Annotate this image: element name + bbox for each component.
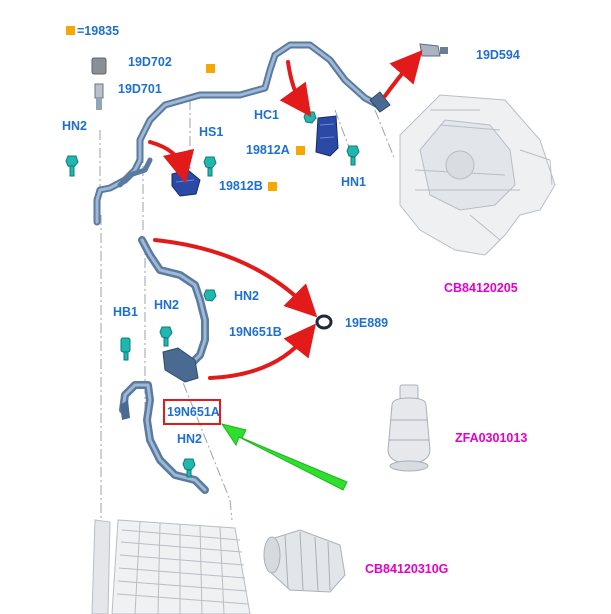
legend-text: =19835 <box>77 24 120 38</box>
label-19n651b: 19N651B <box>229 325 282 339</box>
pressure-switch-19d702 <box>91 57 107 110</box>
seal-19e889 <box>315 314 333 330</box>
red-arrows <box>148 49 423 380</box>
fitting-19d594 <box>419 43 448 57</box>
label-19d701: 19D701 <box>118 82 162 96</box>
label-19e889: 19E889 <box>345 316 389 330</box>
label-19d594: 19D594 <box>476 48 520 62</box>
label-19n651a: 19N651A <box>167 405 220 419</box>
marker-square-icon <box>268 182 277 191</box>
bracket-19812b <box>171 169 201 197</box>
label-hn2-left: HN2 <box>62 119 88 133</box>
ref-refrigerant-bottle: ZFA0301013 <box>455 431 528 445</box>
label-hs1: HS1 <box>199 125 224 139</box>
evaporator-housing <box>399 94 556 256</box>
label-hc1: HC1 <box>254 108 280 122</box>
label-hn2-mid: HN2 <box>234 289 260 303</box>
label-19812a: 19812A <box>246 143 290 157</box>
bracket-19812a <box>315 115 339 157</box>
legend-marker-icon <box>66 26 75 35</box>
label-hn2-lower: HN2 <box>177 432 203 446</box>
green-arrow <box>220 423 348 491</box>
highlight-box <box>163 399 221 425</box>
label-hn1: HN1 <box>341 175 367 189</box>
marker-square-icon <box>206 64 215 73</box>
label-hb1: HB1 <box>113 305 139 319</box>
teal-fasteners <box>65 111 360 478</box>
label-hn2-upper: HN2 <box>154 298 180 312</box>
ref-compressor: CB84120310G <box>365 562 449 576</box>
hose-19n651-upper <box>93 41 391 226</box>
hose-19n651a <box>119 381 209 494</box>
marker-square-icon <box>296 146 305 155</box>
compressor <box>263 529 346 593</box>
label-19d702: 19D702 <box>128 55 172 69</box>
refrigerant-bottle <box>387 384 431 472</box>
label-19812b: 19812B <box>219 179 263 193</box>
hose-19n651b <box>138 236 209 383</box>
condenser <box>91 519 251 614</box>
ref-evaporator: CB84120205 <box>444 281 518 295</box>
